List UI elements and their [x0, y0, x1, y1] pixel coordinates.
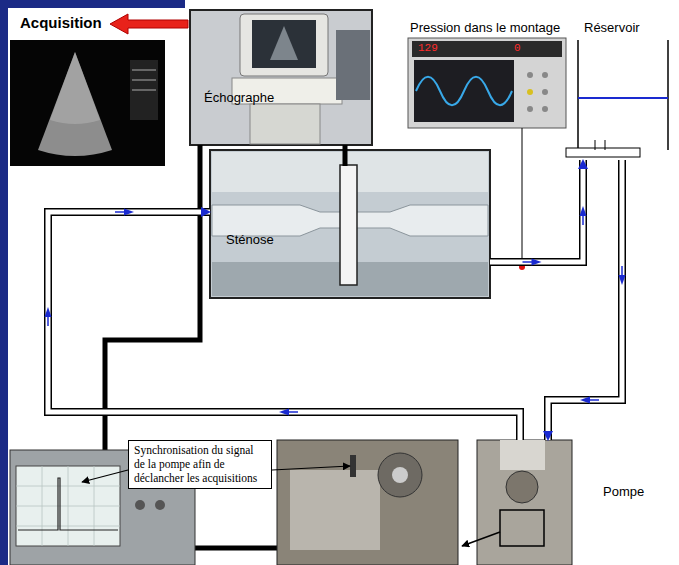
reservoir-box: Réservoir [566, 14, 674, 160]
trigger-cable [105, 145, 200, 452]
photo-box: Échographe [190, 10, 372, 145]
pressure-line [522, 128, 523, 266]
pressure-monitor [408, 38, 566, 128]
node-text: Échographe [204, 90, 274, 106]
pump-photo [477, 440, 572, 565]
leader-arrow [82, 470, 128, 482]
sync-photo [277, 440, 458, 565]
leader-arrow [462, 532, 500, 546]
photo-box: Pompe [477, 440, 572, 565]
node-text: Réservoir [584, 20, 640, 36]
tube-connector [548, 160, 626, 440]
display-value: 0 [514, 42, 521, 54]
acquisition-arrow [110, 14, 188, 34]
probe-cable [343, 145, 348, 166]
photo-box: Sténose [210, 150, 490, 298]
monitor-box: Pression dans le montage [408, 14, 568, 130]
stenosis-photo [210, 150, 490, 298]
slide-strip [0, 0, 185, 8]
tube-connector [45, 209, 521, 441]
node-text: Pression dans le montage [410, 20, 560, 36]
callout-box: Synchronisation du signal de la pompe af… [128, 440, 272, 489]
node-text: Synchronisation du signal de la pompe af… [134, 444, 266, 485]
echograph-photo [190, 10, 372, 145]
leader-arrow [272, 466, 350, 470]
slide-strip [0, 0, 8, 565]
title-label: Acquisition [20, 14, 102, 31]
trigger-cable [195, 546, 277, 551]
node-text: Pompe [603, 484, 644, 500]
tube-connector [490, 160, 587, 266]
node-text: Sténose [226, 232, 274, 248]
reservoir [566, 40, 668, 157]
display-value: 129 [418, 42, 438, 54]
ultrasound-image [10, 40, 165, 166]
